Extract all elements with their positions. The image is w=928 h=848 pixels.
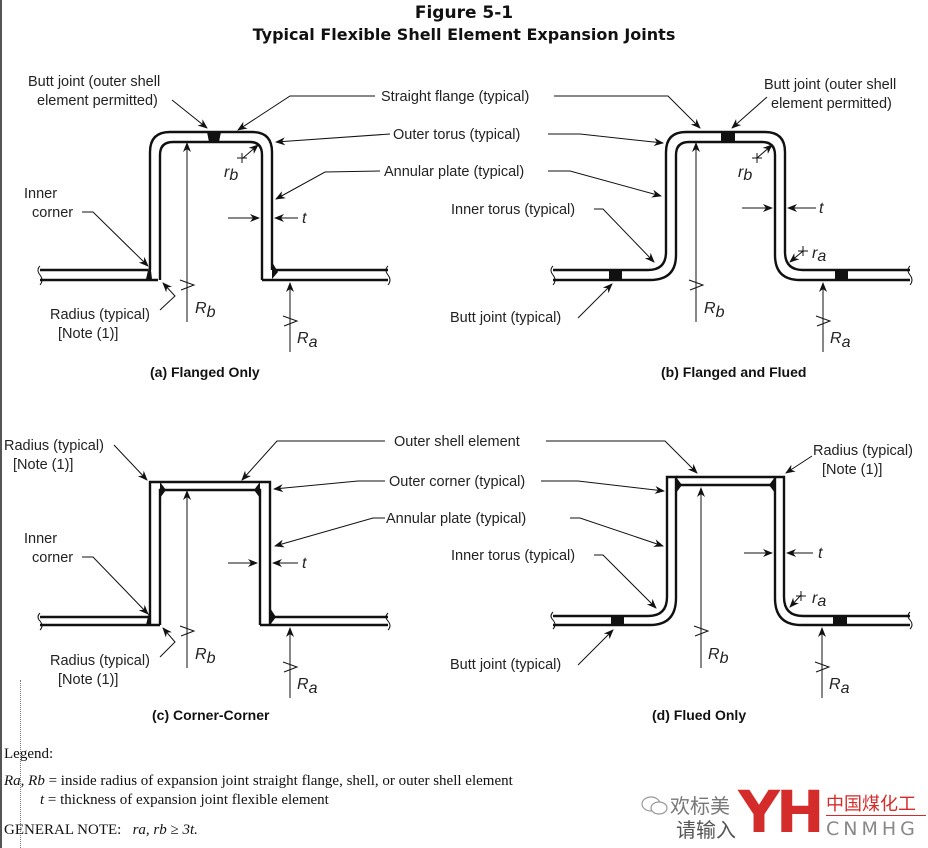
fillet-weld <box>146 262 152 279</box>
watermark-text-1: 欢标美 <box>670 794 730 818</box>
label-annular-plate-2: Annular plate (typical) <box>386 511 526 527</box>
symbol-Rb: Rb <box>704 300 725 321</box>
label-butt-joint-typical: Butt joint (typical) <box>450 657 561 673</box>
caption-d: (d) Flued Only <box>652 707 746 723</box>
caption-c: (c) Corner-Corner <box>152 707 270 723</box>
label-outer-shell-element: Outer shell element <box>394 434 520 450</box>
label-radius-top-note: [Note (1)] <box>13 457 73 473</box>
legend-symbol: t <box>40 792 45 808</box>
figure-number: Figure 5-1 <box>414 3 514 23</box>
symbol-rb: rb <box>738 164 752 184</box>
symbol-Rb: Rb <box>708 646 729 667</box>
expansion-joint-diagrams: Butt joint (outer shell element permitte… <box>4 74 913 723</box>
welds-a <box>146 132 278 279</box>
joint-d-shape <box>553 475 910 627</box>
butt-weld <box>835 270 848 280</box>
break-marks-a <box>37 265 391 286</box>
symbol-t: t <box>818 545 823 562</box>
watermark-rule <box>826 815 926 816</box>
label-butt-joint: Butt joint (outer shell <box>764 77 896 93</box>
butt-weld <box>609 270 622 280</box>
symbol-Ra: Ra <box>297 330 318 351</box>
label-radius-note: [Note (1)] <box>822 462 882 478</box>
label-butt-joint: Butt joint (outer shell <box>28 74 160 90</box>
joint-c-shape <box>40 480 388 627</box>
symbol-t: t <box>302 555 307 572</box>
general-note-label: GENERAL NOTE: <box>4 822 122 838</box>
label-radius: Radius (typical) <box>813 443 913 459</box>
general-note: GENERAL NOTE: ra, rb ≥ 3t. <box>4 822 198 839</box>
label-radius-bottom-note: [Note (1)] <box>58 672 118 688</box>
break-marks-c <box>37 612 391 631</box>
label-annular-plate: Annular plate (typical) <box>384 164 524 180</box>
legend-symbol: Ra, Rb <box>4 773 45 789</box>
symbol-rb: rb <box>224 164 238 184</box>
label-straight-flange: Straight flange (typical) <box>381 89 529 105</box>
symbol-Ra: Ra <box>829 676 850 697</box>
watermark-brand-en: CNMHG <box>826 818 919 840</box>
figure-title: Typical Flexible Shell Element Expansion… <box>252 25 676 44</box>
label-inner-corner: Inner <box>24 531 57 547</box>
symbol-t: t <box>302 210 307 227</box>
legend-item-radius: Ra, Rb = inside radius of expansion join… <box>4 773 513 789</box>
welds-b <box>609 132 848 280</box>
label-butt-joint-typical: Butt joint (typical) <box>450 310 561 326</box>
label-radius-bottom: Radius (typical) <box>50 653 150 669</box>
label-radius: Radius (typical) <box>50 307 150 323</box>
butt-weld <box>721 132 735 142</box>
break-marks-d <box>550 611 913 630</box>
watermark-brand-cn: 中国煤化工 <box>826 794 916 815</box>
watermark-text-2: 请输入 <box>676 818 736 842</box>
panel-d: Radius (typical) [Note (1)] Inner torus … <box>450 440 913 723</box>
welds-c <box>146 482 276 625</box>
label-butt-joint-cont: element permitted) <box>37 93 158 109</box>
symbol-ra: ra <box>812 590 826 610</box>
wechat-icon <box>640 794 670 818</box>
symbol-Rb: Rb <box>195 300 216 321</box>
legend-heading: Legend: <box>4 746 54 762</box>
caption-a: (a) Flanged Only <box>150 364 260 380</box>
label-inner-corner-cont: corner <box>32 550 73 566</box>
legend-item-thickness: t = thickness of expansion joint flexibl… <box>40 792 329 808</box>
symbol-Rb: Rb <box>195 646 216 667</box>
label-outer-torus: Outer torus (typical) <box>393 127 520 143</box>
break-marks-b <box>550 265 913 286</box>
joint-a-shape <box>40 130 388 282</box>
label-inner-corner-cont: corner <box>32 205 73 221</box>
general-note-text: ra, rb ≥ 3t. <box>132 822 198 838</box>
dotted-guide <box>20 680 21 848</box>
legend-definition: inside radius of expansion joint straigh… <box>60 773 513 789</box>
label-inner-corner: Inner <box>24 186 57 202</box>
label-inner-torus: Inner torus (typical) <box>451 202 575 218</box>
panel-a: Butt joint (outer shell element permitte… <box>24 74 391 380</box>
fillet-weld <box>272 262 278 279</box>
joint-b-shape <box>553 130 910 282</box>
butt-weld <box>207 132 221 142</box>
watermark-logo: YH <box>738 778 825 846</box>
panel-c: Radius (typical) [Note (1)] Inner corner… <box>4 438 391 723</box>
legend-definition: thickness of expansion joint flexible el… <box>60 792 329 808</box>
symbol-Ra: Ra <box>297 676 318 697</box>
label-radius-note: [Note (1)] <box>58 326 118 342</box>
symbol-ra: ra <box>812 245 826 265</box>
label-inner-torus: Inner torus (typical) <box>451 548 575 564</box>
symbol-t: t <box>819 200 824 217</box>
panel-b: Butt joint (outer shell element permitte… <box>450 77 913 380</box>
symbol-Ra: Ra <box>830 330 851 351</box>
welds-d <box>611 477 847 625</box>
label-radius-top: Radius (typical) <box>4 438 104 454</box>
label-butt-joint-cont: element permitted) <box>771 96 892 112</box>
caption-b: (b) Flanged and Flued <box>661 364 806 380</box>
page-edge <box>0 0 2 848</box>
label-outer-corner: Outer corner (typical) <box>389 474 525 490</box>
